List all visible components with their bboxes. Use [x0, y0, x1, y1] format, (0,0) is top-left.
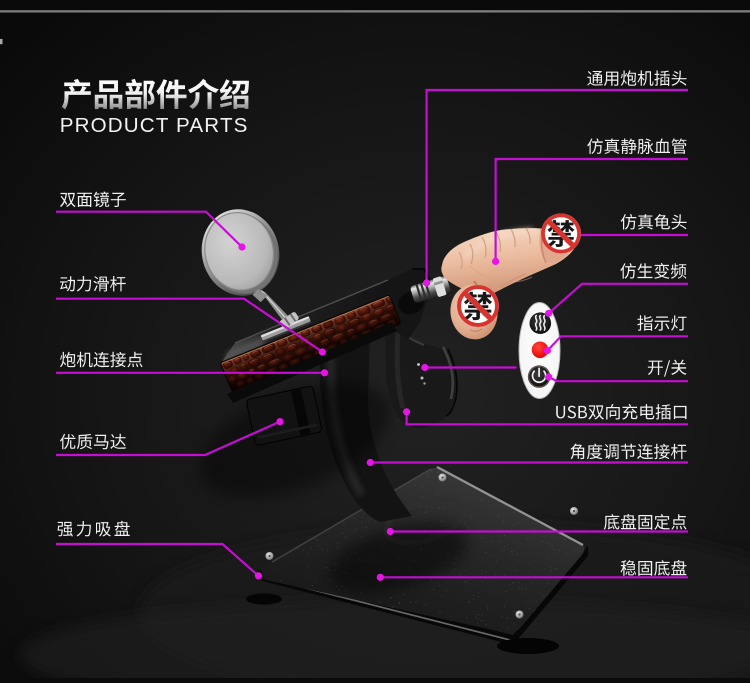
- svg-text:PRODUCT PARTS: PRODUCT PARTS: [60, 114, 249, 137]
